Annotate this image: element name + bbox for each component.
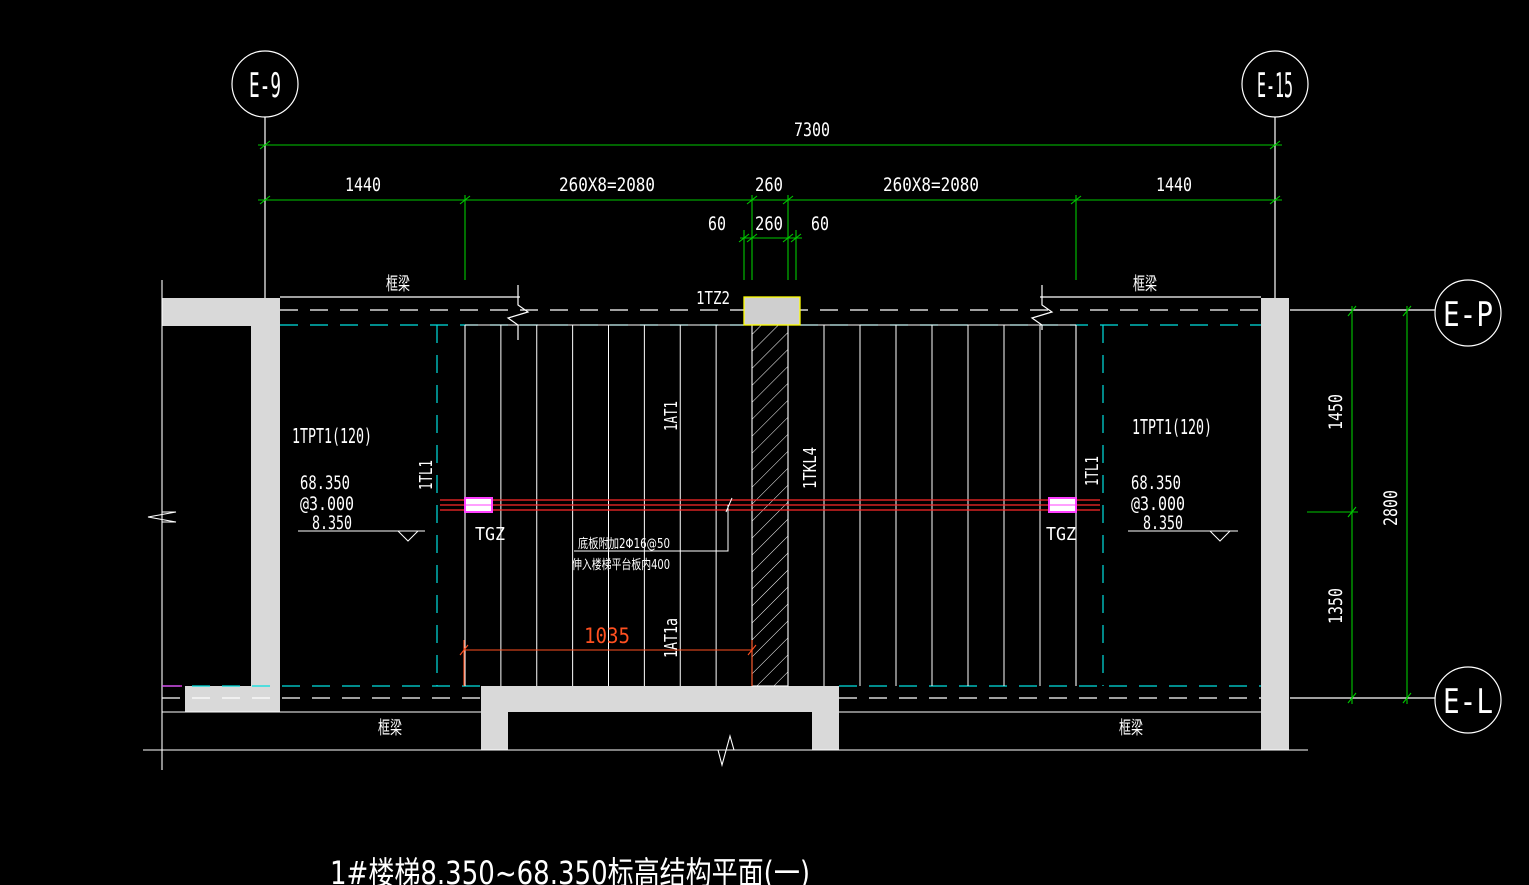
dim-1035: 1035 <box>584 624 630 648</box>
label-elev-right-1: 68.350 <box>1131 472 1181 494</box>
label-platform-right: 1TPT1(120) <box>1132 415 1212 439</box>
dim-steps-right: 260X8=2080 <box>883 174 979 196</box>
dim-1350: 1350 <box>1325 588 1347 624</box>
outline-lines <box>143 280 1308 770</box>
dim-left-1440: 1440 <box>345 174 381 196</box>
axis-bubble-ep <box>1434 279 1502 347</box>
label-beam-1tkl4: 1TKL4 <box>800 447 821 489</box>
label-tgz-left: TGZ <box>475 524 505 545</box>
elevation-markers <box>298 530 1238 542</box>
axis-label-e9: E-9 <box>249 66 281 106</box>
label-beam-1tl1-right: 1TL1 <box>1082 456 1103 486</box>
rebar-break-mark <box>725 497 733 513</box>
label-frame-beam-top-right: 框梁 <box>1133 274 1157 295</box>
label-elev-right-3: 8.350 <box>1143 512 1183 534</box>
axis-label-e15: E-15 <box>1257 66 1293 106</box>
bottom-frame-beam <box>162 685 1261 699</box>
label-tgz-right: TGZ <box>1046 524 1076 545</box>
platform-edges <box>436 325 1104 686</box>
dim-total: 7300 <box>794 119 830 141</box>
label-column-1tz2: 1TZ2 <box>696 288 730 309</box>
column-1tz2 <box>743 296 801 326</box>
concrete-walls <box>162 298 1289 750</box>
note-leader <box>574 505 729 552</box>
label-flight-1at1: 1AT1 <box>661 401 682 431</box>
drawing-title: 1#楼梯8.350~68.350标高结构平面(一) <box>330 854 810 885</box>
label-frame-beam-top-left: 框梁 <box>386 274 410 295</box>
label-elev-left-2: @3.000 <box>300 493 354 515</box>
label-elev-left-3: 8.350 <box>312 512 352 534</box>
top-dimensions <box>258 140 1282 280</box>
dim-gap-60-right: 60 <box>811 213 829 235</box>
dim-1450: 1450 <box>1325 394 1347 430</box>
right-dimensions <box>1307 305 1412 704</box>
dim-steps-left: 260X8=2080 <box>559 174 655 196</box>
label-frame-beam-bottom-left: 框梁 <box>378 718 402 739</box>
label-elev-right-2: @3.000 <box>1131 493 1185 515</box>
stair-treads-left <box>500 325 717 686</box>
label-frame-beam-bottom-right: 框梁 <box>1119 718 1143 739</box>
label-beam-1tl1-left: 1TL1 <box>416 460 437 490</box>
label-flight-1at1a: 1AT1a <box>661 618 682 658</box>
dim-2800: 2800 <box>1380 490 1402 526</box>
axis-bubble-el <box>1434 666 1502 734</box>
label-note-line1: 底板附加2Φ16@50 <box>578 536 670 552</box>
dim-middle-260: 260 <box>755 174 783 196</box>
label-platform-left: 1TPT1(120) <box>292 424 372 448</box>
label-note-line2: 伸入楼梯平台板内400 <box>572 557 670 573</box>
additional-rebar <box>440 499 1100 511</box>
dim-1035-line <box>459 640 757 686</box>
axis-label-ep: E-P <box>1443 295 1493 335</box>
dim-gap-60-left: 60 <box>708 213 726 235</box>
label-elev-left-1: 68.350 <box>300 472 350 494</box>
dim-column-260: 260 <box>755 213 783 235</box>
grid-axes <box>231 50 1502 734</box>
axis-label-el: E-L <box>1443 682 1493 722</box>
dim-right-1440: 1440 <box>1156 174 1192 196</box>
